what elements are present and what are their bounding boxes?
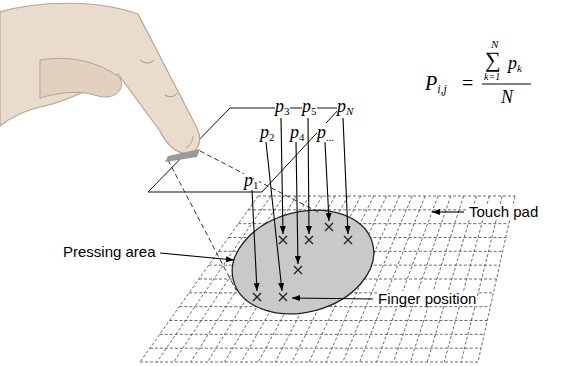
pointer-arrows <box>160 118 464 299</box>
x-mark <box>279 293 287 301</box>
pressure-index: 4 <box>299 132 305 143</box>
pointer-arrow <box>266 142 282 291</box>
fingernail <box>186 136 193 148</box>
pressure-symbol: p <box>275 97 284 115</box>
knuckle-creases <box>140 60 177 97</box>
grid-line <box>461 196 502 362</box>
pressure-index: 5 <box>311 106 317 117</box>
formula-symbol: p <box>508 54 517 72</box>
pointing-finger <box>0 3 200 153</box>
x-mark <box>305 236 313 244</box>
pointer-arrow <box>252 190 257 291</box>
formula-operator: = <box>462 73 473 93</box>
pad-label: Touch pad <box>468 204 539 219</box>
formula-index: k <box>517 63 522 74</box>
x-mark <box>279 236 287 244</box>
pressure-symbol: p <box>317 123 326 141</box>
pressure-symbol: p <box>302 97 311 115</box>
x-mark <box>325 223 333 231</box>
projection-line <box>168 160 236 290</box>
pressing-area <box>221 195 386 329</box>
fraction-bar <box>482 84 531 85</box>
area-label: Pressing area <box>62 244 157 259</box>
grid-line <box>427 196 476 362</box>
formula-index: i,j <box>437 83 447 95</box>
pressure-index: ... <box>326 132 334 143</box>
pointer-arrow <box>308 118 309 234</box>
pointer-arrow <box>296 142 298 264</box>
pressure-index: 2 <box>269 132 275 143</box>
pointer-arrow <box>343 118 348 234</box>
grid-line <box>478 196 515 362</box>
x-mark <box>253 293 261 301</box>
formula-symbol: P <box>425 73 437 93</box>
grid-line <box>360 196 425 362</box>
projection-line <box>200 151 318 212</box>
pressure-symbol: p <box>290 123 299 141</box>
formula-denominator: N <box>501 88 513 106</box>
leader-arrow <box>292 298 373 299</box>
position-label: Finger position <box>377 291 477 306</box>
x-mark <box>294 266 302 274</box>
contact-patch <box>165 149 200 162</box>
pressure-index: N <box>346 106 353 117</box>
sum-symbol: ∑ <box>485 49 501 71</box>
x-mark <box>344 236 352 244</box>
pressure-index: 1 <box>253 180 259 191</box>
projection-lines <box>168 151 318 290</box>
grid-line <box>394 196 451 362</box>
pointer-arrow <box>325 142 329 221</box>
hand <box>0 3 200 153</box>
grid-line <box>410 196 463 362</box>
leader-arrow <box>160 253 234 260</box>
pressure-index: 3 <box>284 106 290 117</box>
pressure-symbol: p <box>337 97 346 115</box>
pressure-symbol: p <box>244 171 253 189</box>
leader-arrow <box>432 211 464 212</box>
grid-line <box>444 196 489 362</box>
pressure-symbol: p <box>260 123 269 141</box>
pointer-arrow <box>281 118 283 234</box>
curled-finger <box>40 58 121 98</box>
contact-marks <box>253 223 352 301</box>
touch-pad-grid <box>140 196 515 362</box>
sum-lower-limit: k=1 <box>484 72 500 82</box>
grid-line <box>377 196 438 362</box>
